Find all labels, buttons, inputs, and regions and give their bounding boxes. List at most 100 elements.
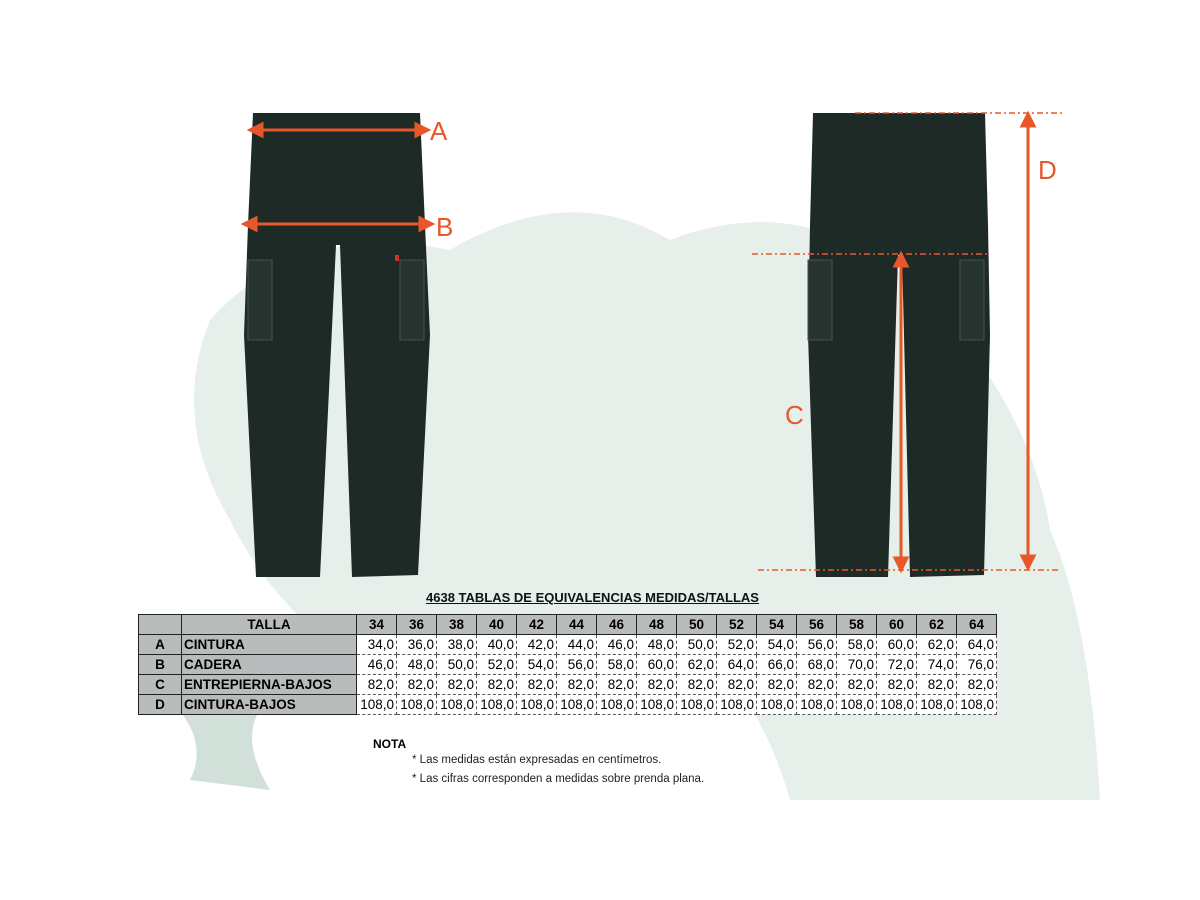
value-cell: 48,0	[396, 654, 437, 675]
row-name: CINTURA	[181, 634, 357, 655]
value-cell: 76,0	[956, 654, 997, 675]
size-header: 42	[516, 614, 557, 635]
value-cell: 108,0	[716, 694, 757, 715]
size-header: 38	[436, 614, 477, 635]
value-cell: 38,0	[436, 634, 477, 655]
value-cell: 64,0	[956, 634, 997, 655]
value-cell: 108,0	[636, 694, 677, 715]
value-cell: 52,0	[476, 654, 517, 675]
size-header: 36	[396, 614, 437, 635]
size-header: 52	[716, 614, 757, 635]
value-cell: 82,0	[716, 674, 757, 695]
measure-label-a: A	[430, 116, 448, 146]
value-cell: 82,0	[916, 674, 957, 695]
value-cell: 82,0	[476, 674, 517, 695]
pants-front-view	[244, 113, 430, 577]
value-cell: 108,0	[916, 694, 957, 715]
value-cell: 82,0	[796, 674, 837, 695]
value-cell: 68,0	[796, 654, 837, 675]
value-cell: 82,0	[556, 674, 597, 695]
size-header: 50	[676, 614, 717, 635]
value-cell: 74,0	[916, 654, 957, 675]
value-cell: 82,0	[636, 674, 677, 695]
row-letter: A	[138, 634, 182, 655]
value-cell: 66,0	[756, 654, 797, 675]
value-cell: 40,0	[476, 634, 517, 655]
size-header: 60	[876, 614, 917, 635]
row-letter: D	[138, 694, 182, 715]
row-letter: C	[138, 674, 182, 695]
row-name: CINTURA-BAJOS	[181, 694, 357, 715]
size-header: 46	[596, 614, 637, 635]
size-header: 54	[756, 614, 797, 635]
size-header: 56	[796, 614, 837, 635]
header-talla: TALLA	[181, 614, 357, 635]
value-cell: 60,0	[636, 654, 677, 675]
value-cell: 62,0	[916, 634, 957, 655]
table-title: 4638 TABLAS DE EQUIVALENCIAS MEDIDAS/TAL…	[426, 590, 759, 605]
value-cell: 108,0	[476, 694, 517, 715]
value-cell: 58,0	[596, 654, 637, 675]
value-cell: 36,0	[396, 634, 437, 655]
value-cell: 108,0	[516, 694, 557, 715]
value-cell: 60,0	[876, 634, 917, 655]
row-name: ENTREPIERNA-BAJOS	[181, 674, 357, 695]
row-name: CADERA	[181, 654, 357, 675]
value-cell: 82,0	[596, 674, 637, 695]
value-cell: 70,0	[836, 654, 877, 675]
value-cell: 108,0	[836, 694, 877, 715]
value-cell: 54,0	[516, 654, 557, 675]
value-cell: 62,0	[676, 654, 717, 675]
value-cell: 50,0	[676, 634, 717, 655]
header-corner-cell	[138, 614, 182, 635]
nota-heading: NOTA	[373, 737, 407, 751]
value-cell: 82,0	[756, 674, 797, 695]
value-cell: 108,0	[596, 694, 637, 715]
size-header: 62	[916, 614, 957, 635]
row-letter: B	[138, 654, 182, 675]
value-cell: 34,0	[356, 634, 397, 655]
value-cell: 82,0	[836, 674, 877, 695]
pants-side-view	[807, 113, 990, 577]
value-cell: 46,0	[356, 654, 397, 675]
value-cell: 108,0	[436, 694, 477, 715]
value-cell: 52,0	[716, 634, 757, 655]
value-cell: 42,0	[516, 634, 557, 655]
size-header: 44	[556, 614, 597, 635]
size-header: 40	[476, 614, 517, 635]
value-cell: 108,0	[556, 694, 597, 715]
value-cell: 58,0	[836, 634, 877, 655]
value-cell: 56,0	[796, 634, 837, 655]
size-header: 34	[356, 614, 397, 635]
value-cell: 108,0	[396, 694, 437, 715]
value-cell: 108,0	[796, 694, 837, 715]
value-cell: 50,0	[436, 654, 477, 675]
size-header: 64	[956, 614, 997, 635]
value-cell: 82,0	[396, 674, 437, 695]
value-cell: 72,0	[876, 654, 917, 675]
size-header: 58	[836, 614, 877, 635]
size-header: 48	[636, 614, 677, 635]
value-cell: 48,0	[636, 634, 677, 655]
value-cell: 44,0	[556, 634, 597, 655]
value-cell: 82,0	[956, 674, 997, 695]
value-cell: 46,0	[596, 634, 637, 655]
measure-label-c: C	[785, 400, 804, 430]
value-cell: 82,0	[356, 674, 397, 695]
note-line: * Las cifras corresponden a medidas sobr…	[412, 773, 705, 785]
value-cell: 64,0	[716, 654, 757, 675]
value-cell: 82,0	[516, 674, 557, 695]
value-cell: 108,0	[756, 694, 797, 715]
measure-label-b: B	[436, 212, 454, 242]
value-cell: 82,0	[676, 674, 717, 695]
value-cell: 108,0	[956, 694, 997, 715]
value-cell: 54,0	[756, 634, 797, 655]
value-cell: 108,0	[876, 694, 917, 715]
measurement-arrows	[240, 110, 1065, 574]
